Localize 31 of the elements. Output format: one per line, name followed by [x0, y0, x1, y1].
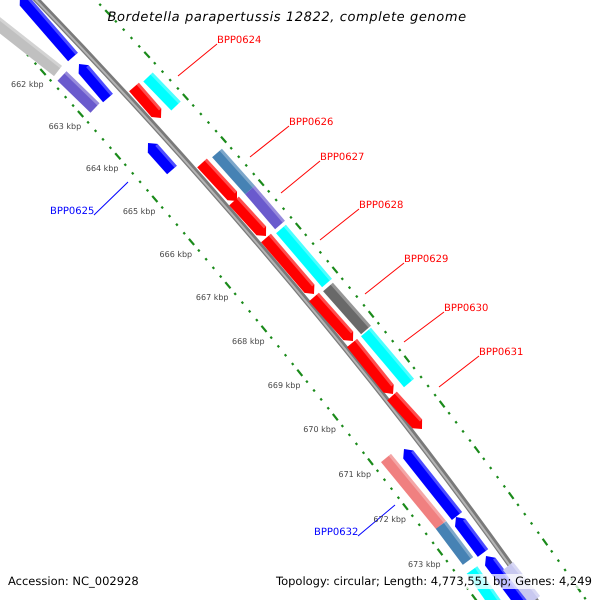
- gene-label: BPP0631: [479, 347, 524, 359]
- leader-line: [320, 208, 360, 240]
- leader-line: [438, 356, 480, 388]
- scale-label: 666 kbp: [160, 250, 192, 260]
- leader-line: [358, 504, 396, 536]
- gene-label: BPP0624: [217, 35, 262, 47]
- leader-line: [280, 160, 320, 194]
- accession-text: Accession: NC_002928: [8, 574, 139, 589]
- title: Bordetella parapertussis 12822, complete genome: [108, 10, 467, 25]
- scale-label: 670 kbp: [303, 425, 336, 436]
- scale-label: 673 kbp: [408, 560, 441, 570]
- leader-line: [94, 182, 128, 216]
- scale-label: 665 kbp: [122, 206, 156, 217]
- leader-line: [250, 126, 290, 158]
- scale-label: 668 kbp: [232, 336, 265, 347]
- leader-line: [178, 44, 218, 76]
- gene-label: BPP0629: [404, 254, 448, 266]
- gene-label: BPP0628: [359, 200, 404, 212]
- gene-label: BPP0630: [444, 303, 488, 315]
- scale-label: 664 kbp: [86, 164, 118, 174]
- scale-label: 669 kbp: [268, 380, 300, 391]
- scale-label: 662 kbp: [11, 80, 44, 90]
- gene-label: BPP0632: [314, 527, 358, 539]
- scale-label: 663 kbp: [48, 122, 82, 132]
- gene-label: BPP0625: [50, 206, 94, 218]
- gene-label: BPP0626: [289, 117, 334, 129]
- gene-label: BPP0627: [320, 152, 364, 164]
- scale-label: 671 kbp: [338, 470, 372, 480]
- scale-label: 667 kbp: [196, 293, 229, 304]
- leader-line: [404, 312, 444, 342]
- leader-line: [364, 262, 404, 294]
